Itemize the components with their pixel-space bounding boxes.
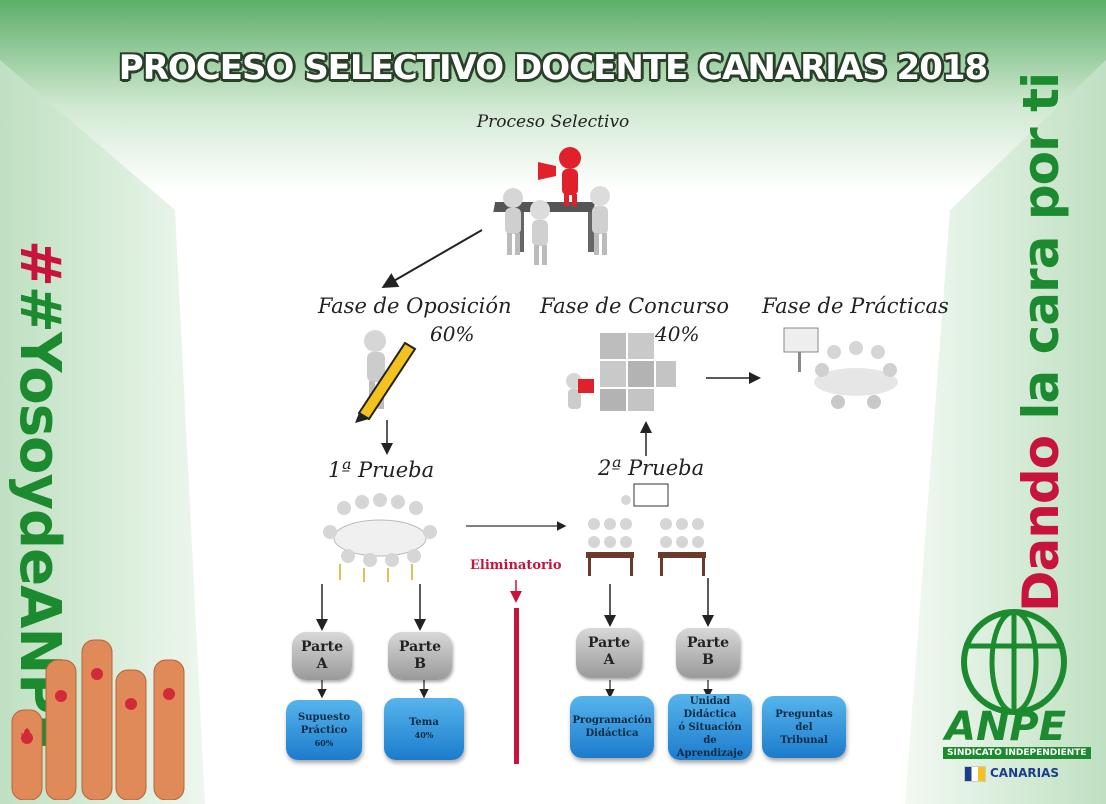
page-title: PROCESO SELECTIVO DOCENTE CANARIAS 2018 [118, 48, 988, 88]
meeting-table-icon [783, 327, 898, 409]
box-line: Didáctica [683, 708, 737, 720]
canarias-flag-icon [964, 766, 986, 782]
box-percent: 40% [414, 730, 434, 740]
pencil-figure-icon [355, 330, 417, 423]
parte-label: Parte [399, 639, 441, 655]
parte-letter: A [603, 652, 615, 668]
box-line: Supuesto [297, 711, 351, 723]
preguntas-tribunal-box: Preguntas del Tribunal [762, 696, 846, 758]
parte-label: Parte [301, 639, 343, 655]
box-line: Práctico [300, 724, 348, 736]
supuesto-practico-box: Supuesto Práctico 60% [286, 700, 362, 760]
box-line: Preguntas [775, 708, 833, 720]
box-line: Aprendizaje [676, 747, 744, 759]
puzzle-figure-icon [566, 333, 676, 411]
phase-oposicion-label: Fase de Oposición [318, 294, 512, 318]
box-line: Tribunal [780, 734, 828, 746]
subtitle: Proceso Selectivo [476, 112, 630, 132]
phase-concurso-percent: 40% [655, 322, 700, 346]
box-line: Programación [572, 715, 652, 726]
parte-label: Parte [588, 635, 630, 651]
box-line: Unidad [689, 695, 731, 707]
slogan-part1: Dando [1012, 436, 1070, 612]
unidad-didactica-box: Unidad Didáctica ó Situación de Aprendiz… [668, 694, 752, 760]
anpe-tagline: SINDICATO INDEPENDIENTE [943, 747, 1091, 759]
classroom-icon [586, 483, 706, 576]
parte-letter: A [316, 656, 328, 672]
box-line: ó Situación de [678, 721, 742, 746]
box-percent: 60% [314, 737, 334, 748]
anpe-region: CANARIAS [990, 766, 1060, 780]
anpe-globe-logo-icon [961, 609, 1067, 715]
parte-letter: B [702, 652, 714, 668]
anpe-logo-text: ANPE [945, 704, 1067, 750]
raised-hands-icon [11, 639, 185, 800]
eliminatorio-label: Eliminatorio [470, 558, 562, 573]
programacion-didactica-box: Programación Didáctica [570, 696, 654, 758]
prueba-1-label: 1ª Prueba [328, 458, 435, 482]
slogan-part2: la cara por ti [1012, 72, 1070, 437]
tema-box: Tema 40% [384, 698, 464, 760]
box-line: Tema [409, 717, 439, 728]
phase-practicas-label: Fase de Prácticas [762, 294, 949, 318]
round-table-icon [323, 493, 437, 582]
parte-label: Parte [687, 635, 729, 651]
parte-letter: B [414, 656, 426, 672]
megaphone-leader-icon [493, 147, 610, 265]
box-line: del [795, 721, 813, 733]
phase-oposicion-percent: 60% [430, 322, 475, 346]
box-line: Didáctica [585, 728, 639, 739]
phase-concurso-label: Fase de Concurso [540, 294, 730, 318]
prueba-2-label: 2ª Prueba [598, 456, 705, 480]
right-slogan-banner: Dando la cara por ti [1012, 73, 1070, 612]
